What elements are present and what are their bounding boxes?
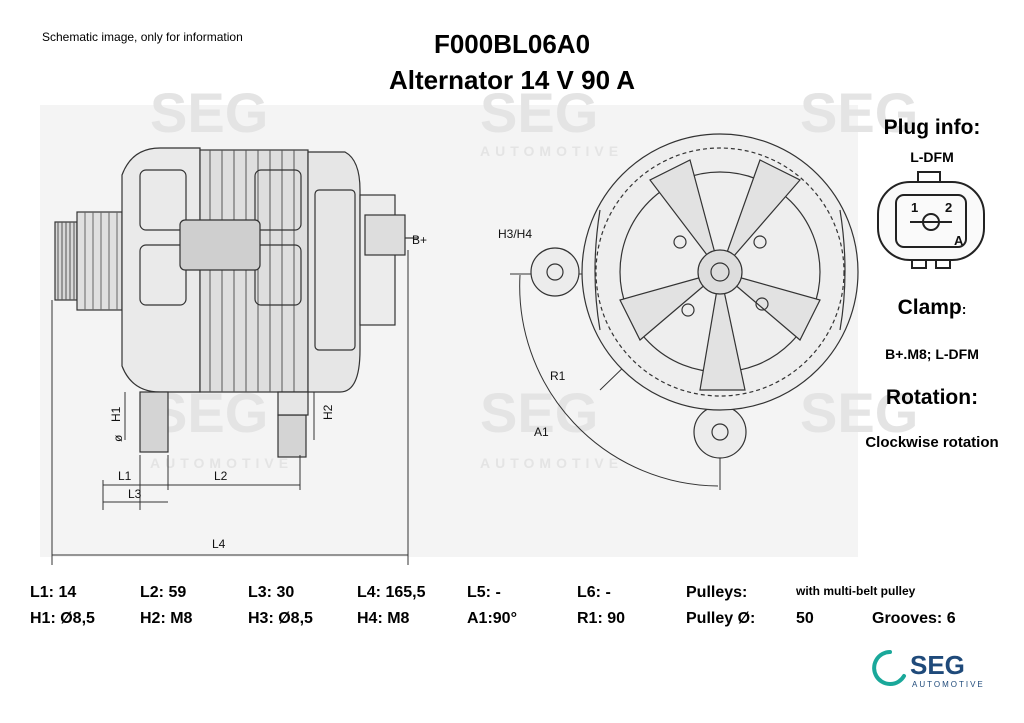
l4-label: L4 bbox=[212, 537, 226, 551]
a1-label: A1 bbox=[534, 425, 549, 439]
spec-h4: H4: M8 bbox=[357, 610, 410, 627]
front-view-labels: H3/H4 R1 A1 bbox=[498, 227, 566, 439]
logo-brand: SEG bbox=[910, 650, 965, 680]
side-view-dimensions bbox=[51, 250, 409, 565]
spec-l1: L1: 14 bbox=[30, 584, 77, 601]
plug-pin-2: 2 bbox=[945, 200, 952, 215]
spec-pulley-diameter-label: Pulley Ø: bbox=[686, 610, 756, 627]
watermark-brand: SEG bbox=[800, 381, 918, 444]
alternator-front-view bbox=[510, 133, 859, 490]
r1-label: R1 bbox=[550, 369, 566, 383]
h1-label: H1 bbox=[109, 406, 123, 422]
watermark-brand: SEG bbox=[800, 81, 918, 144]
h2-label: H2 bbox=[321, 404, 335, 420]
watermark-brand: SEG bbox=[150, 81, 268, 144]
spec-l3: L3: 30 bbox=[248, 584, 295, 601]
spec-r1: R1: 90 bbox=[577, 610, 626, 627]
spec-l4: L4: 165,5 bbox=[357, 584, 426, 601]
terminal-label: B+ bbox=[412, 233, 427, 247]
plug-pin-labels: 1 2 A bbox=[911, 200, 964, 248]
spec-h1: H1: Ø8,5 bbox=[30, 610, 95, 627]
spec-l5: L5: - bbox=[467, 584, 501, 601]
l3-label: L3 bbox=[128, 487, 142, 501]
h3h4-label: H3/H4 bbox=[498, 227, 532, 241]
part-number: F000BL06A0 bbox=[433, 29, 591, 59]
spec-pulley-diameter-value: 50 bbox=[796, 610, 814, 627]
l1-label: L1 bbox=[118, 469, 132, 483]
side-view-labels: B+ H1 ø H2 L1 L2 L3 L4 bbox=[109, 233, 427, 551]
part-description: Alternator 14 V 90 A bbox=[388, 65, 636, 95]
spec-l6: L6: - bbox=[577, 584, 611, 601]
spec-h2: H2: M8 bbox=[140, 610, 193, 627]
plug-connector-diagram bbox=[877, 171, 985, 269]
l2-label: L2 bbox=[214, 469, 228, 483]
title-block: F000BL06A0 Alternator 14 V 90 A bbox=[300, 26, 724, 98]
watermark-sub: AUTOMOTIVE bbox=[480, 143, 623, 159]
plug-type: L-DFM bbox=[910, 149, 954, 165]
plug-info-title: Plug info: bbox=[883, 116, 981, 139]
watermark-brand: SEG bbox=[480, 81, 598, 144]
clamp-value: B+.M8; L-DFM bbox=[885, 346, 979, 362]
spec-a1: A1:90° bbox=[467, 610, 517, 627]
clamp-title-text: Clamp bbox=[897, 296, 962, 319]
clamp-title: Clamp: bbox=[862, 296, 1002, 320]
watermark-brand: SEG bbox=[480, 381, 598, 444]
plug-pin-a: A bbox=[954, 233, 964, 248]
spec-grooves: Grooves: 6 bbox=[872, 610, 956, 627]
disclaimer-text: Schematic image, only for information bbox=[42, 30, 243, 44]
logo-ring-icon bbox=[872, 650, 906, 686]
plug-pin-1: 1 bbox=[911, 200, 918, 215]
watermark-sub: AUTOMOTIVE bbox=[480, 455, 623, 471]
logo-sub: AUTOMOTIVE bbox=[912, 680, 985, 689]
spec-h3: H3: Ø8,5 bbox=[248, 610, 313, 627]
spec-pulleys-value: with multi-belt pulley bbox=[796, 584, 916, 598]
spec-l2: L2: 59 bbox=[140, 584, 187, 601]
rotation-title: Rotation: bbox=[885, 386, 979, 409]
spec-pulleys-label: Pulleys: bbox=[686, 584, 748, 601]
diameter-symbol: ø bbox=[111, 434, 125, 442]
seg-automotive-logo: SEG AUTOMOTIVE bbox=[872, 650, 985, 689]
alternator-side-view bbox=[54, 147, 418, 458]
clamp-colon: : bbox=[961, 301, 967, 317]
rotation-value: Clockwise rotation bbox=[865, 434, 999, 451]
watermark-sub: AUTOMOTIVE bbox=[150, 455, 293, 471]
